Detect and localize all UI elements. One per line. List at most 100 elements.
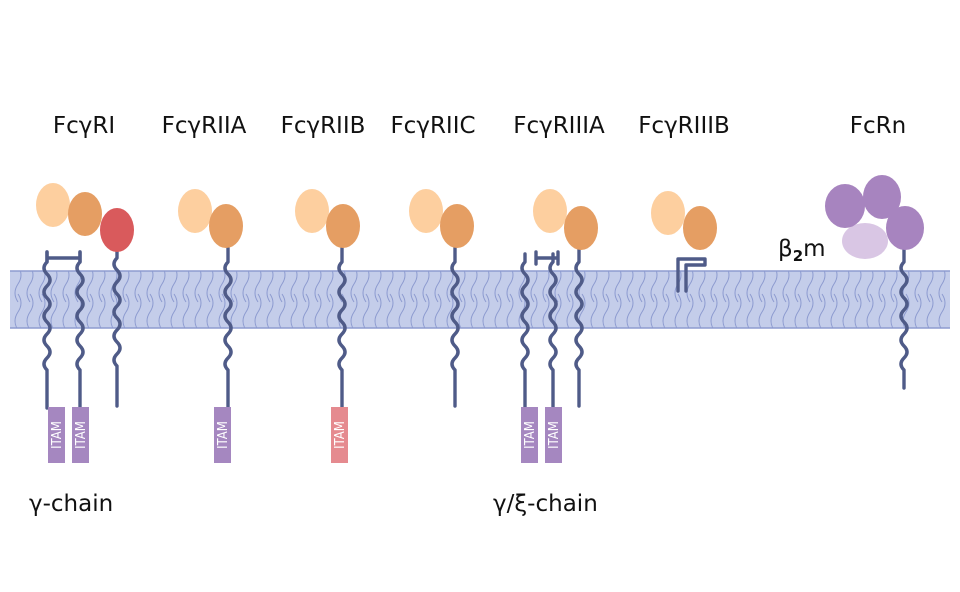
lipid-pattern [362, 293, 370, 328]
svg-text:ITAM: ITAM [547, 421, 562, 449]
ig-domain [533, 189, 567, 233]
lipid-pattern [254, 293, 262, 328]
lipid-pattern [818, 293, 826, 328]
lipid-pattern [926, 293, 934, 328]
lipid-pattern [938, 293, 946, 328]
lipid-pattern [470, 293, 478, 328]
lipid-pattern [302, 293, 310, 328]
ig-domain [409, 189, 443, 233]
lipid-pattern [830, 293, 838, 328]
lipid-pattern [590, 293, 598, 328]
lipid-pattern [314, 293, 322, 328]
label-fcgr1: FcγRI [53, 113, 115, 139]
lipid-pattern [242, 293, 250, 328]
itam-motif: ITAM [521, 407, 538, 463]
lipid-pattern [158, 293, 166, 328]
ig-domain [440, 204, 474, 248]
lipid-pattern [482, 293, 490, 328]
ig-domain [326, 204, 360, 248]
lipid-pattern [854, 293, 862, 328]
lipid-pattern [782, 293, 790, 328]
lipid-pattern [650, 293, 658, 328]
lipid-pattern [290, 293, 298, 328]
receptor-tail [337, 246, 347, 410]
lipid-pattern [446, 293, 454, 328]
lipid-pattern [951, 266, 957, 302]
receptor-fcgr1: ITAM ITAM [36, 183, 134, 463]
ig-domain [36, 183, 70, 227]
svg-text:ITAM: ITAM [216, 421, 231, 449]
receptor-fcgr2c [409, 189, 474, 408]
receptor-tail [899, 246, 909, 390]
lipid-pattern [386, 293, 394, 328]
lipid-pattern [722, 293, 730, 328]
alpha-domain [863, 175, 901, 219]
lipid-pattern [146, 293, 154, 328]
lipid-pattern [951, 294, 957, 330]
gamma-xi-chain-tail [548, 252, 558, 410]
lipid-pattern [914, 293, 922, 328]
svg-text:ITAM: ITAM [50, 421, 65, 449]
receptor-tail [574, 246, 584, 408]
lipid-pattern [458, 293, 466, 328]
beta2-microglobulin [842, 223, 888, 259]
lipid-pattern [674, 293, 682, 328]
lipid-pattern [170, 293, 178, 328]
label-fcrn: FcRn [850, 113, 906, 139]
ig-domain [100, 208, 134, 252]
itam-motif: ITAM [214, 407, 231, 463]
lipid-pattern [3, 294, 9, 330]
lipid-pattern [614, 293, 622, 328]
lipid-pattern [398, 293, 406, 328]
cell-membrane [3, 266, 957, 330]
receptor-tail [223, 246, 233, 410]
lipid-pattern [122, 293, 130, 328]
svg-text:ITAM: ITAM [74, 421, 89, 449]
ig-domain [178, 189, 212, 233]
lipid-pattern [602, 293, 610, 328]
itam-motif: ITAM [545, 407, 562, 463]
lipid-pattern [770, 293, 778, 328]
label-gamma-xi-chain: γ/ξ-chain [493, 491, 598, 517]
lipid-pattern [374, 293, 382, 328]
receptor-fcgr3a: ITAM ITAM [520, 189, 598, 463]
lipid-pattern [86, 293, 94, 328]
label-fcgr2a: FcγRIIA [162, 113, 247, 139]
lipid-pattern [494, 293, 502, 328]
gpi-anchor [676, 257, 707, 293]
lipid-pattern [410, 293, 418, 328]
lipid-pattern [626, 293, 634, 328]
lipid-pattern [710, 293, 718, 328]
receptor-fcgr3b [651, 191, 717, 293]
receptor-fcrn [825, 175, 924, 390]
lipid-pattern [182, 293, 190, 328]
lipid-pattern [3, 266, 9, 302]
svg-text:ITAM: ITAM [523, 421, 538, 449]
lipid-pattern [842, 293, 850, 328]
lipid-pattern [206, 293, 214, 328]
lipid-pattern [194, 293, 202, 328]
lipid-pattern [734, 293, 742, 328]
label-gamma-chain: γ-chain [29, 491, 113, 517]
label-fcgr2b: FcγRIIB [281, 113, 366, 139]
lipid-pattern [14, 293, 22, 328]
ig-domain [68, 192, 102, 236]
lipid-pattern [878, 293, 886, 328]
lipid-pattern [134, 293, 142, 328]
ig-domain [209, 204, 243, 248]
lipid-pattern [746, 293, 754, 328]
lipid-pattern [50, 293, 58, 328]
lipid-pattern [434, 293, 442, 328]
lipid-pattern [890, 293, 898, 328]
disulfide-bridge [45, 250, 82, 264]
gamma-xi-chain-tail [520, 252, 530, 410]
lipid-pattern [350, 293, 358, 328]
receptor-fcgr2b: ITAM [295, 189, 360, 463]
lipid-pattern [806, 293, 814, 328]
disulfide-bridge [534, 250, 560, 266]
lipid-pattern [38, 293, 46, 328]
gamma-chain-tail [42, 250, 52, 410]
label-fcgr3b: FcγRIIIB [638, 113, 730, 139]
receptor-fcgr2a: ITAM [178, 189, 243, 463]
